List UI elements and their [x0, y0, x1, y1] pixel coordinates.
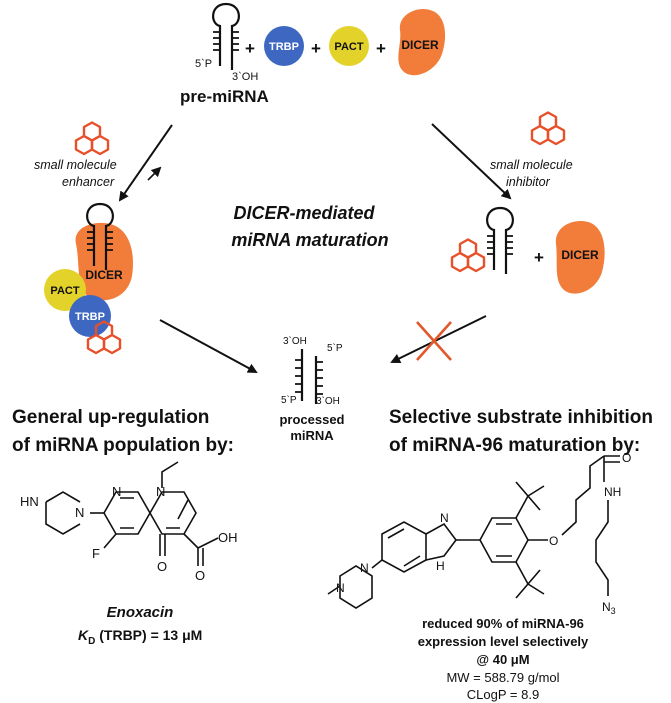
processed-3oh-bottom: 3`OH [316, 395, 340, 407]
plus-sign-2: + [311, 39, 321, 58]
bound-molecule-icon [450, 238, 486, 273]
processed-5p-bottom: 5`P [281, 394, 297, 406]
plus-sign-3: + [376, 39, 386, 58]
processed-mirna: 3`OH 5`P 5`P 3`OH processed miRNA [279, 335, 344, 443]
inh-n-c: N [336, 581, 345, 595]
inh-nh: H [436, 559, 445, 573]
inhibitor-branch: small molecule inhibitor [431, 111, 573, 200]
enhancer-label-line1: small molecule [34, 158, 117, 172]
enoxacin-structure: HN N N N F O OH O [20, 461, 238, 583]
free-dicer-label: DICER [561, 248, 599, 262]
inh-o-amide: O [622, 451, 631, 465]
enox-o2: O [195, 568, 205, 583]
plus-sign-4: + [534, 248, 544, 267]
enhancer-molecule-icon [74, 121, 110, 156]
complex-trbp-label: TRBP [75, 311, 105, 323]
enox-f: F [92, 546, 100, 561]
inh-o-ether: O [549, 534, 558, 548]
enhancer-label-line2: enhancer [62, 175, 115, 189]
center-title-line2: miRNA maturation [231, 230, 388, 250]
pact-label: PACT [334, 41, 363, 53]
inhibitor-label-line2: inhibitor [506, 175, 551, 189]
enox-n1: N [75, 505, 84, 520]
left-heading-line1: General up-regulation [12, 407, 209, 428]
dicer-protein [398, 8, 446, 76]
right-heading-line2: of miRNA-96 maturation by: [389, 435, 640, 456]
enoxacin-name: Enoxacin [107, 604, 174, 621]
complex-dicer-label: DICER [85, 268, 123, 282]
inhibitor-clogp: CLogP = 8.9 [467, 687, 539, 702]
kd-k: K [78, 627, 89, 643]
inhibitor-label-line1: small molecule [490, 158, 573, 172]
enhancer-arrow [118, 124, 173, 202]
inhibitor-desc-line1: reduced 90% of miRNA-96 [422, 616, 584, 631]
three-oh-label: 3`OH [232, 71, 258, 83]
center-title-line1: DICER-mediated [233, 203, 375, 223]
processed-label-line1: processed [279, 412, 344, 427]
enox-o: O [157, 559, 167, 574]
inh-n-a: N [360, 561, 369, 575]
trbp-label: TRBP [269, 41, 299, 53]
complex-pact-label: PACT [50, 285, 79, 297]
complex-trbp [69, 295, 111, 337]
enhancer-branch: small molecule enhancer [34, 121, 173, 202]
kd-sub: D [88, 636, 95, 647]
processed-3oh-top: 3`OH [283, 335, 307, 347]
inhibitor-desc-line3: @ 40 μM [476, 652, 529, 667]
pre-mirna-hairpin [211, 2, 241, 72]
enoxacin-kd: KD (TRBP) = 13 μM [78, 627, 202, 647]
enhanced-complex: DICER PACT TRBP [44, 202, 134, 355]
top-pre-mirna-group: 5`P 3`OH pre-miRNA + TRBP + PACT + DICER [180, 2, 446, 106]
inhibitor-arrow [431, 123, 512, 200]
pact-protein [329, 26, 369, 66]
trbp-protein [264, 26, 304, 66]
blocked-cross [416, 321, 452, 361]
inhibitor-desc-line2: expression level selectively [418, 634, 589, 649]
kd-rest: (TRBP) = 13 μM [95, 627, 202, 643]
left-heading-line2: of miRNA population by: [12, 435, 234, 456]
enox-oh: OH [218, 530, 238, 545]
inh-n-b: N [440, 511, 449, 525]
pre-mirna-label: pre-miRNA [180, 87, 269, 106]
enhanced-processing-arrow [159, 319, 258, 373]
enox-n3: N [156, 484, 165, 499]
processed-5p-top: 5`P [327, 342, 343, 354]
inhibitor-structure: N N N H O O NH N3 [327, 451, 631, 616]
enox-hn: HN [20, 494, 39, 509]
inhibited-complex: + DICER [450, 206, 605, 294]
inhibited-hairpin [485, 206, 515, 276]
inh-n3: N3 [602, 600, 616, 616]
inh-nh-amide: NH [604, 485, 621, 499]
complex-pact [44, 269, 86, 311]
five-p-label: 5`P [195, 58, 212, 70]
inhibitor-mw: MW = 588.79 g/mol [446, 670, 559, 685]
dicer-label: DICER [401, 38, 439, 52]
blocked-processing-arrow [390, 315, 487, 363]
plus-sign-1: + [245, 39, 255, 58]
enhancer-reverse-arrow [147, 166, 162, 181]
inhibitor-molecule-icon [530, 111, 566, 146]
processed-label-line2: miRNA [290, 428, 334, 443]
complex-dicer [75, 222, 134, 301]
free-dicer [555, 220, 605, 294]
right-heading-line1: Selective substrate inhibition [389, 407, 653, 428]
enox-n2: N [112, 484, 121, 499]
